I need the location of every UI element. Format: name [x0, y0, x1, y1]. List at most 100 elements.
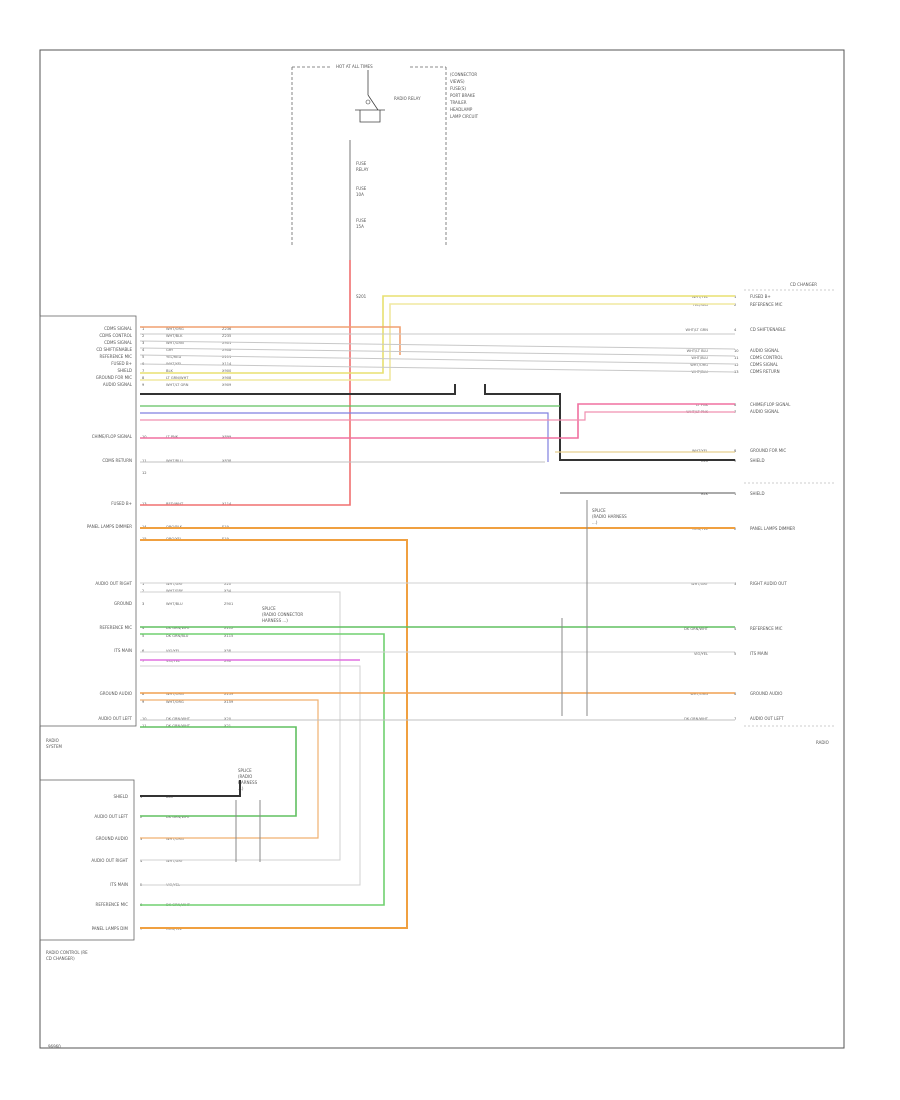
svg-text:LAMP CIRCUIT: LAMP CIRCUIT: [450, 114, 479, 119]
wire-color-label: WHT/ORG: [690, 692, 708, 696]
fuse-box: HOT AT ALL TIMES (CONNECTOR VIEWS) FUSE(…: [291, 64, 479, 299]
wire-color-label: WHT/YEL: [692, 449, 708, 453]
svg-text:15A: 15A: [356, 224, 364, 229]
fuse-lines: FUSE RELAY FUSE 10A FUSE 15A: [356, 161, 369, 229]
pin-label: REFERENCE MIC: [100, 354, 133, 359]
pin-label: RIGHT AUDIO OUT: [750, 581, 787, 586]
pin-label: GROUND AUDIO: [100, 691, 132, 696]
pin-label: GROUND: [114, 601, 132, 606]
wire-color-label: WHT/LT GRN: [686, 328, 709, 332]
pin-label: CDMS RETURN: [750, 369, 780, 374]
pin-label: REFERENCE MIC: [750, 302, 783, 307]
pin-label: SHIELD: [750, 491, 765, 496]
pin-label: AUDIO OUT LEFT: [750, 716, 784, 721]
wire-red-fused-bplus: [140, 260, 351, 506]
radio-connector-left: [39, 315, 137, 727]
circuit-label: X114: [222, 362, 232, 366]
wire-color-label: WHT/ORG: [166, 327, 184, 331]
pin-number: 11: [142, 459, 147, 463]
pin-number: 8: [142, 692, 145, 696]
pin-label: GROUND FOR MIC: [96, 375, 132, 380]
pin-label: FUSED B+: [750, 294, 771, 299]
circuit-label: Z901: [224, 602, 233, 606]
circuit-label: Z236: [222, 327, 232, 331]
wire-color-label: GRY: [166, 348, 174, 352]
pin-label: ITS MAIN: [114, 648, 132, 653]
pin-label: GROUND AUDIO: [750, 691, 782, 696]
wire-pink-chime: [140, 403, 735, 439]
wire-black-shield: [140, 384, 735, 461]
pin-number: 3: [140, 837, 142, 841]
wire-color-label: VIO/YEL: [694, 652, 708, 656]
wire-color-label: YEL/RED: [166, 355, 181, 359]
circuit-label: X111: [222, 355, 231, 359]
svg-text:FUSE: FUSE: [356, 218, 367, 223]
pin-label: CDMS SIGNAL: [750, 362, 779, 367]
pin-number: 8: [734, 449, 737, 453]
fuse-box-header: HOT AT ALL TIMES: [336, 64, 373, 69]
pin-number: 10: [142, 717, 147, 721]
svg-text:(RADIO: (RADIO: [238, 774, 252, 779]
pin-label: CDMS RETURN: [102, 458, 132, 463]
radio-right-bottom-label: RADIO: [816, 740, 829, 745]
pin-number: 6: [734, 692, 737, 696]
wire-color-label: LT PNK: [696, 403, 709, 407]
wires: [139, 260, 736, 929]
svg-text:HEADLAMP: HEADLAMP: [450, 107, 473, 112]
wire-color-label: WHT/GRY: [166, 859, 184, 863]
circuit-label: X58: [224, 649, 232, 653]
pin-number: 13: [734, 370, 739, 374]
svg-text:10A: 10A: [356, 192, 364, 197]
circuit-label: X900: [222, 369, 232, 373]
circuit-label: X20: [224, 582, 232, 586]
wire-color-label: LT GRN/WHT: [166, 376, 189, 380]
wire-color-label: DK GRN/WHT: [684, 717, 709, 721]
pin-number: 7: [734, 717, 736, 721]
wire-color-label: RED/WHT: [166, 502, 184, 506]
circuit-label: X838: [222, 459, 232, 463]
wire-color-label: DK GRN/WHT: [684, 627, 709, 631]
wire-color-label: DK GRN/WHT: [166, 717, 191, 721]
pin-label: AUDIO OUT RIGHT: [91, 858, 128, 863]
pin-label: GROUND AUDIO: [96, 836, 128, 841]
wire-color-label: DK GRN/WHT: [166, 815, 191, 819]
wire-orange-panel-2: [140, 539, 408, 929]
pin-label: ITS MAIN: [750, 651, 768, 656]
wire-color-label: VIO/YEL: [166, 649, 180, 653]
svg-text:SPLICE: SPLICE: [262, 606, 276, 611]
relay-label: RADIO RELAY: [394, 96, 421, 101]
pin-label: AUDIO OUT LEFT: [94, 814, 128, 819]
svg-text:CD CHANGER): CD CHANGER): [46, 956, 75, 961]
wire-blue-audio: [140, 412, 549, 462]
pin-label: AUDIO OUT LEFT: [98, 716, 132, 721]
svg-text:(RADIO CONNECTOR: (RADIO CONNECTOR: [262, 612, 303, 617]
wire-color-label: WHT/ORG: [166, 837, 184, 841]
wire-green-2: [140, 633, 385, 906]
radio-right-splice-note: SPLICE (RADIO HARNESS ...): [592, 508, 627, 525]
pin-number: 9: [142, 700, 145, 704]
pin-number: 3: [734, 582, 736, 586]
wire-color-label: YEL/RED: [693, 303, 708, 307]
pin-label: SHIELD: [113, 794, 128, 799]
svg-text:HARNESS ...): HARNESS ...): [262, 618, 288, 623]
lower-radio-bottom-label: RADIO CONTROL (RE CD CHANGER): [46, 950, 88, 961]
pin-label: CDMS CONTROL: [750, 355, 783, 360]
svg-text:FUSE: FUSE: [356, 161, 367, 166]
svg-text:FUSE: FUSE: [356, 186, 367, 191]
circuit-label: X20: [224, 717, 232, 721]
wire-orange-cdms: [140, 326, 401, 355]
svg-text:...): ...): [592, 520, 598, 525]
pin-number: 10: [142, 435, 147, 439]
svg-text:SYSTEM: SYSTEM: [46, 744, 62, 749]
wire-cdms-signal: [139, 347, 736, 357]
wire-green-audio-left-2: [140, 726, 297, 817]
pin-number: 4: [142, 626, 145, 630]
wire-color-label: WHT/ORG: [690, 363, 708, 367]
pin-label: GROUND FOR MIC: [750, 448, 786, 453]
wire-color-label: VIO/YEL: [166, 659, 180, 663]
pin-label: REFERENCE MIC: [96, 902, 129, 907]
wire-color-label: BLK: [701, 492, 708, 496]
